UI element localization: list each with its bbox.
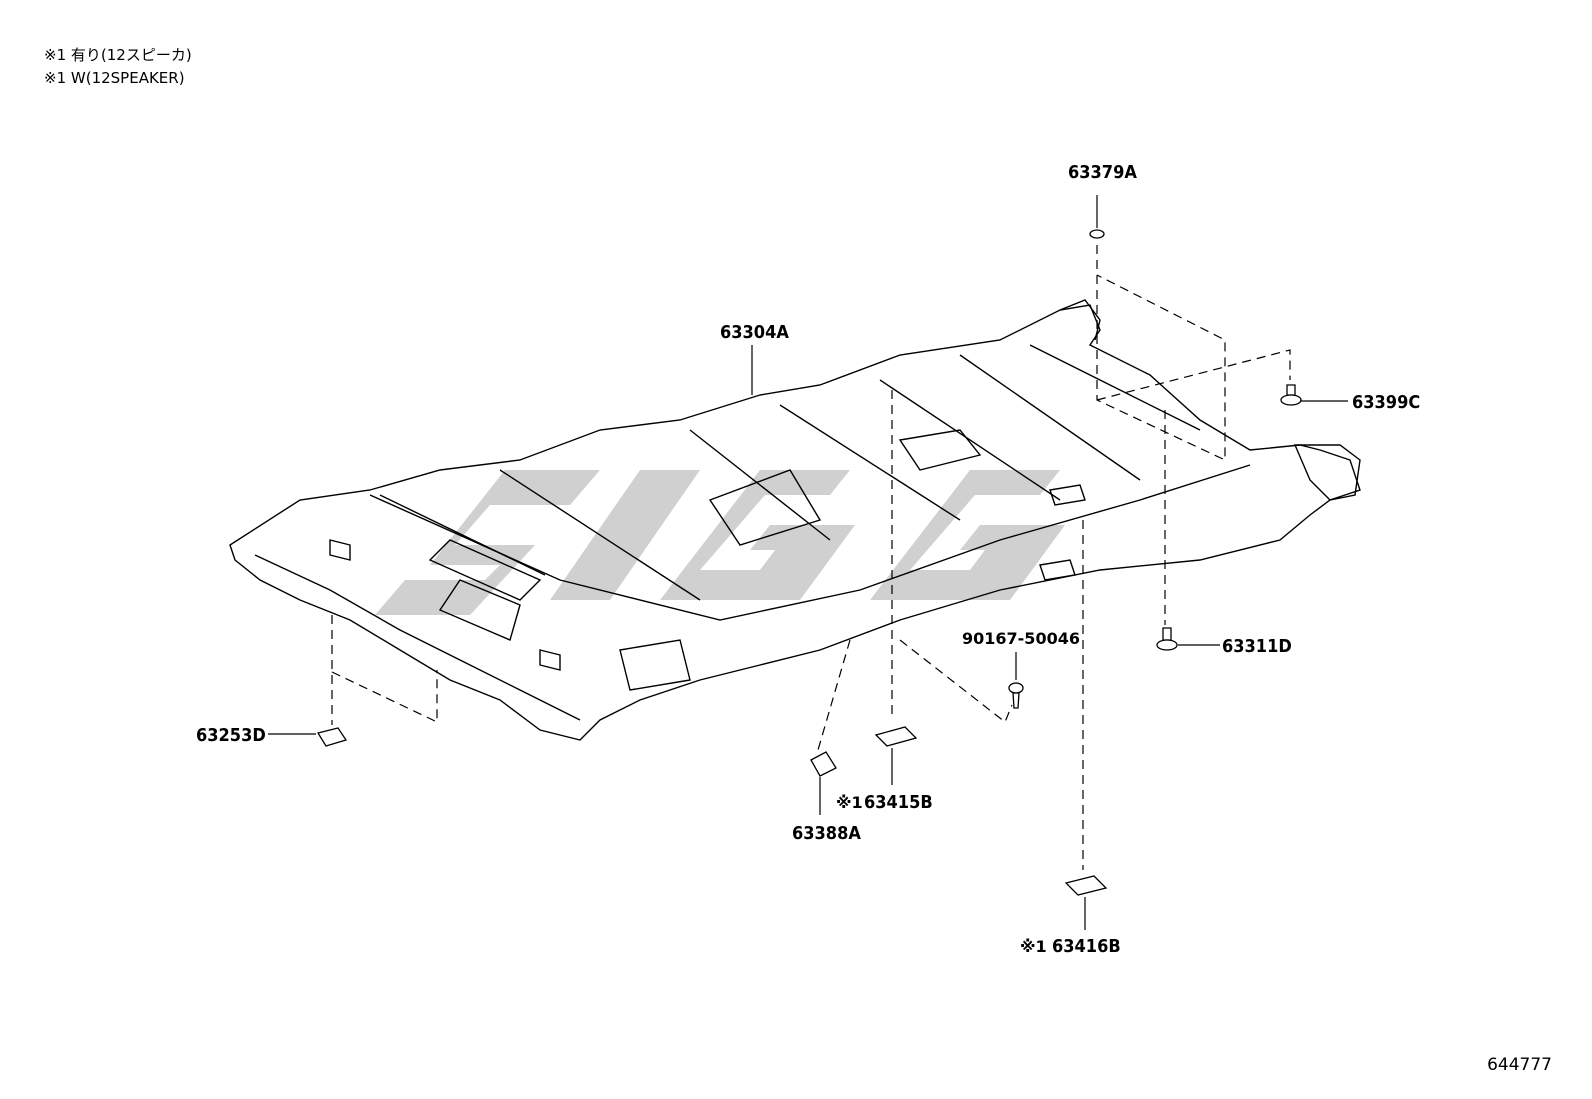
note-english: ※1 W(12SPEAKER): [44, 69, 185, 87]
label-63415B-mark: ※1: [836, 793, 863, 812]
clip-63311D-icon: [1156, 627, 1178, 651]
note-japanese: ※1 有り(12スピーカ): [44, 46, 192, 64]
label-63416B: 63416B: [1052, 936, 1121, 957]
label-63399C: 63399C: [1352, 392, 1420, 413]
leader-lines: [268, 195, 1348, 930]
label-90167-50046: 90167-50046: [962, 629, 1080, 648]
part-labels: 63379A 63304A 63399C 63311D 90167-50046 …: [196, 162, 1420, 957]
retainer-63253D-icon: [316, 727, 348, 747]
label-63416B-mark: ※1: [1020, 937, 1047, 956]
dashed-guides: [331, 245, 1291, 870]
label-63379A: 63379A: [1068, 162, 1137, 183]
label-63415B: 63415B: [864, 792, 933, 813]
label-63304A: 63304A: [720, 322, 789, 343]
fasteners: [316, 229, 1302, 896]
label-63388A: 63388A: [792, 823, 861, 844]
bracket-63416B-icon: [1064, 875, 1108, 896]
bracket-63415B-icon: [874, 726, 918, 747]
headliner-panel: [229, 299, 1361, 741]
label-63311D: 63311D: [1222, 636, 1292, 657]
bracket-63388A-icon: [810, 751, 837, 777]
reference-code: 644777: [1487, 1055, 1552, 1075]
clip-63399C-icon: [1280, 384, 1302, 406]
screw-90167-icon: [1008, 682, 1024, 709]
label-63253D: 63253D: [196, 725, 266, 746]
clip-63379A-icon: [1089, 229, 1105, 239]
